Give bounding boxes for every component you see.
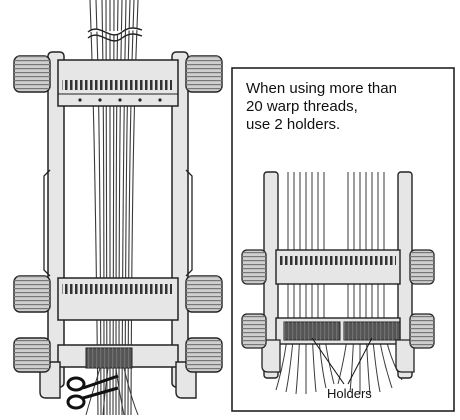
holders-callout-label: Holders bbox=[327, 386, 372, 401]
scissors-icon bbox=[66, 374, 119, 410]
loom-frame-icon bbox=[261, 171, 415, 395]
inset-caption: When using more than 20 warp threads, us… bbox=[246, 80, 446, 134]
caption-line-1: When using more than bbox=[246, 80, 397, 97]
holders-leader-lines bbox=[311, 337, 373, 385]
loom-frame-icon bbox=[39, 0, 197, 416]
thread-holder-icon bbox=[283, 321, 401, 341]
thread-holder-icon bbox=[85, 347, 133, 369]
caption-line-3: use 2 holders. bbox=[246, 116, 341, 133]
caption-line-2: 20 warp threads, bbox=[246, 98, 358, 115]
clamp-knob-icon bbox=[13, 55, 223, 373]
clamp-knob-icon bbox=[241, 249, 435, 349]
